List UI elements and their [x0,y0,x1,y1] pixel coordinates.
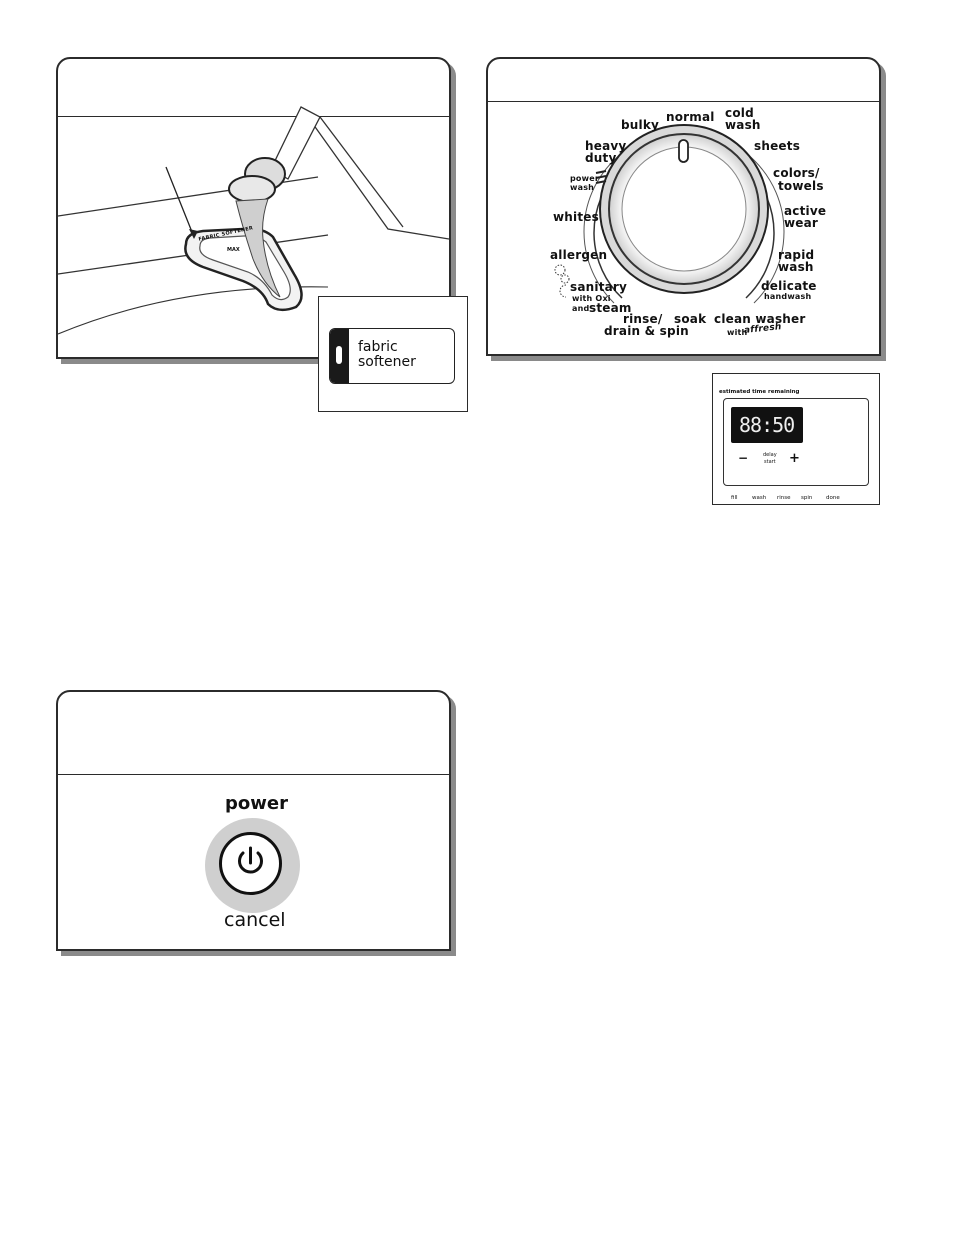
cycle-dial-graphic [554,124,785,304]
cycle-sanitary-steam: steam [589,301,632,315]
stage-spin: spin [801,495,813,501]
cycle-colors-towels-2[interactable]: towels [778,179,824,193]
cycle-delicate[interactable]: delicate [761,279,817,293]
cycle-rinse-2[interactable]: drain & spin [604,324,689,338]
delay-start-label-2: start [764,459,776,465]
cycle-handwash: handwash [764,292,812,301]
panel-header [488,59,879,102]
max-fill-label: MAX [227,247,240,253]
power-panel: power cancel [56,690,451,951]
cycle-whites[interactable]: whites [553,210,599,224]
cycle-colors-towels-1[interactable]: colors/ [773,166,820,180]
cancel-label: cancel [224,909,286,931]
cycle-clean-washer[interactable]: clean washer [714,312,806,326]
fabric-softener-panel: FABRIC SOFTENER MAX [56,57,451,359]
cycle-active-wear-1[interactable]: active [784,204,827,218]
cycle-cold-wash-2[interactable]: wash [725,118,761,132]
cycle-power-wash-1[interactable]: power [570,174,599,183]
indicator-light-icon [336,346,342,364]
cycle-heavy-duty-1[interactable]: heavy [585,139,627,153]
stage-fill: fill [731,495,738,501]
plus-button[interactable]: + [789,451,800,466]
indicator-label-line2: softener [358,354,416,370]
fabric-softener-indicator-inset: fabric softener [318,296,468,412]
cycle-rinse-1[interactable]: rinse/ [623,312,663,326]
cycle-normal[interactable]: normal [666,110,715,124]
dispenser-illustration [58,106,449,335]
cycle-clean-washer-with: with [727,328,748,337]
cycle-sanitary-with-oxi: with Oxi [572,294,611,303]
cycle-soak[interactable]: soak [674,312,707,326]
indicator-label-line1: fabric [358,339,398,355]
delay-start-label-1: delay [763,452,777,458]
stage-rinse: rinse [777,495,791,501]
cycle-heavy-duty-2[interactable]: duty [585,151,617,165]
cycle-rapid-wash-1[interactable]: rapid [778,248,815,262]
fabric-softener-indicator: fabric softener [329,328,455,384]
cycle-sheets[interactable]: sheets [754,139,801,153]
cycle-dial-panel: normal bulky cold wash heavy duty sheets… [486,57,881,356]
power-icon [238,846,263,874]
control-display-inset: estimated time remaining 88:50 − delay s… [712,373,880,505]
stage-done: done [826,495,840,501]
cycle-sanitary-and: and [572,304,590,313]
cycle-power-wash-2[interactable]: wash [570,183,595,192]
power-button[interactable] [219,832,282,895]
time-display: 88:50 [731,407,803,443]
stage-wash: wash [752,495,767,501]
cycle-allergen[interactable]: allergen [550,248,608,262]
cycle-sanitary[interactable]: sanitary [570,280,628,294]
cycle-active-wear-2[interactable]: wear [784,216,819,230]
minus-button[interactable]: − [738,451,749,465]
cycle-cold-wash-1[interactable]: cold [725,106,754,120]
display-title: estimated time remaining [719,389,800,395]
panel-header [58,692,449,775]
cycle-rapid-wash-2[interactable]: wash [778,260,814,274]
panel-header [58,59,449,117]
time-readout: 88:50 [739,413,795,437]
display-frame [723,398,869,486]
cycle-bulky[interactable]: bulky [621,118,660,132]
power-label: power [225,793,288,814]
